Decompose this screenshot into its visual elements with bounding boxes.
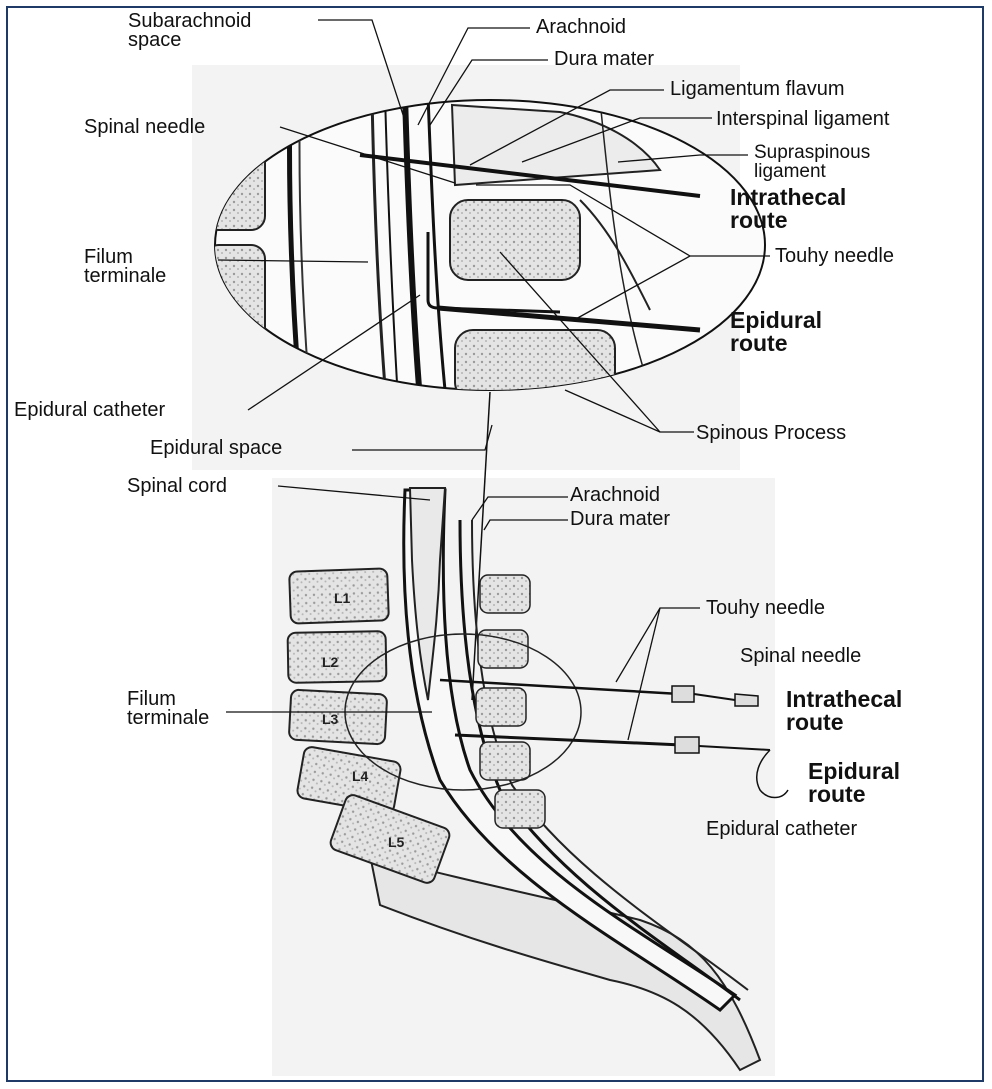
posterior-process	[480, 575, 530, 613]
label-epidural-catheter: Epidural catheter	[14, 401, 165, 420]
label-arachnoid: Arachnoid	[536, 18, 626, 37]
label-epidural-route: Epidural route	[730, 309, 822, 355]
label-intrathecal-route: Intrathecal route	[730, 186, 846, 232]
label-epidural-route-overview: Epidural route	[808, 760, 900, 806]
label-interspinal-ligament: Interspinal ligament	[716, 110, 889, 129]
vertebra-label: L4	[352, 768, 369, 784]
label-spinal-needle-overview: Spinal needle	[740, 647, 861, 666]
label-touhy-needle-overview: Touhy needle	[706, 599, 825, 618]
label-arachnoid-overview: Arachnoid	[570, 486, 660, 505]
posterior-process	[480, 742, 530, 780]
posterior-process	[476, 688, 526, 726]
label-intrathecal-route-overview: Intrathecal route	[786, 688, 902, 734]
label-dura-mater-overview: Dura mater	[570, 510, 670, 529]
label-epidural-space: Epidural space	[150, 439, 282, 458]
vertebra-label: L2	[322, 654, 339, 670]
label-epidural-catheter-overview: Epidural catheter	[706, 820, 857, 839]
label-touhy-needle: Touhy needle	[775, 247, 894, 266]
label-dura-mater: Dura mater	[554, 50, 654, 69]
vertebra-label: L5	[388, 834, 405, 850]
label-filum-terminale-overview: Filum terminale	[127, 690, 209, 728]
label-spinal-needle: Spinal needle	[84, 118, 205, 137]
vertebra-label: L3	[322, 711, 339, 727]
label-supraspinous-ligament: Supraspinous ligament	[754, 143, 870, 181]
label-spinous-process: Spinous Process	[696, 424, 846, 443]
label-ligamentum-flavum: Ligamentum flavum	[670, 80, 845, 99]
posterior-process	[495, 790, 545, 828]
vertebra-label: L1	[334, 590, 351, 606]
label-filum-terminale: Filum terminale	[84, 248, 166, 286]
label-subarachnoid-space: Subarachnoid space	[128, 12, 251, 50]
label-spinal-cord: Spinal cord	[127, 477, 227, 496]
